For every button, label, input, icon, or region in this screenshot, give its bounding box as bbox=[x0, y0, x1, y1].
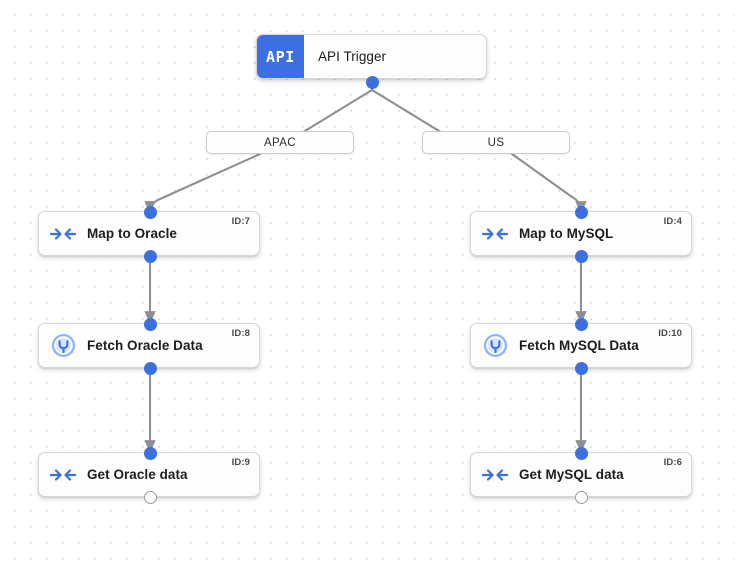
api-badge-icon: API bbox=[257, 35, 304, 78]
node-fetch-mysql-data[interactable]: Fetch MySQL Data ID:10 bbox=[470, 323, 692, 368]
node-api-trigger[interactable]: API API Trigger bbox=[256, 34, 487, 79]
node-title: Get Oracle data bbox=[87, 467, 188, 482]
port-output-map-to-oracle[interactable] bbox=[144, 250, 157, 263]
merge-arrows-icon bbox=[471, 225, 519, 243]
merge-arrows-icon bbox=[471, 466, 519, 484]
node-id-label: ID:10 bbox=[658, 328, 682, 339]
node-title: Fetch Oracle Data bbox=[87, 338, 203, 353]
port-output-api-trigger[interactable] bbox=[366, 76, 379, 89]
node-id-label: ID:4 bbox=[663, 216, 682, 227]
port-output-get-oracle-data[interactable] bbox=[144, 491, 157, 504]
node-id-label: ID:9 bbox=[231, 457, 250, 468]
port-input-map-to-mysql[interactable] bbox=[575, 206, 588, 219]
node-title: API Trigger bbox=[318, 49, 387, 64]
branch-label-us[interactable]: US bbox=[422, 131, 570, 154]
port-input-get-mysql-data[interactable] bbox=[575, 447, 588, 460]
port-input-map-to-oracle[interactable] bbox=[144, 206, 157, 219]
database-plug-icon bbox=[39, 333, 87, 358]
port-output-get-mysql-data[interactable] bbox=[575, 491, 588, 504]
node-id-label: ID:6 bbox=[663, 457, 682, 468]
port-output-fetch-mysql-data[interactable] bbox=[575, 362, 588, 375]
port-input-fetch-mysql-data[interactable] bbox=[575, 318, 588, 331]
branch-label-apac[interactable]: APAC bbox=[206, 131, 354, 154]
database-plug-icon bbox=[471, 333, 519, 358]
api-badge-label: API bbox=[266, 47, 295, 66]
branch-label-text: US bbox=[487, 136, 505, 149]
node-title: Get MySQL data bbox=[519, 467, 624, 482]
node-id-label: ID:8 bbox=[231, 328, 250, 339]
port-input-fetch-oracle-data[interactable] bbox=[144, 318, 157, 331]
merge-arrows-icon bbox=[39, 466, 87, 484]
node-title: Fetch MySQL Data bbox=[519, 338, 639, 353]
merge-arrows-icon bbox=[39, 225, 87, 243]
node-title: Map to Oracle bbox=[87, 226, 177, 241]
port-input-get-oracle-data[interactable] bbox=[144, 447, 157, 460]
node-title: Map to MySQL bbox=[519, 226, 614, 241]
branch-label-text: APAC bbox=[263, 136, 297, 149]
port-output-map-to-mysql[interactable] bbox=[575, 250, 588, 263]
port-output-fetch-oracle-data[interactable] bbox=[144, 362, 157, 375]
node-id-label: ID:7 bbox=[231, 216, 250, 227]
